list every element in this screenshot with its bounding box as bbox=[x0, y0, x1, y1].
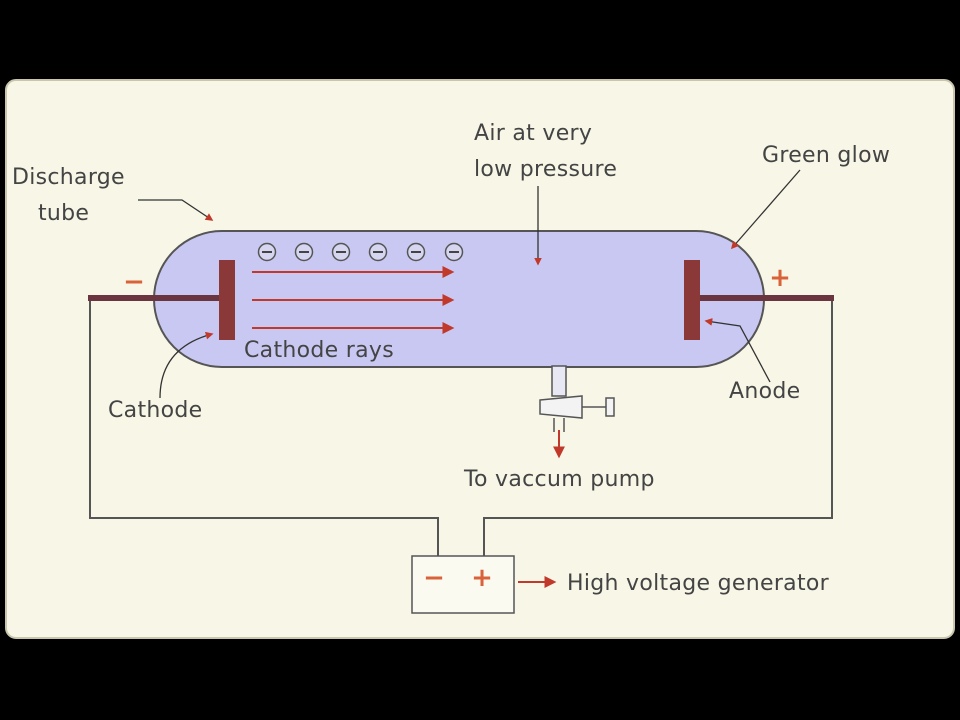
battery-minus-sign: − bbox=[423, 563, 445, 593]
electron bbox=[257, 242, 277, 262]
electron bbox=[406, 242, 426, 262]
anode-plus-sign: + bbox=[769, 263, 791, 293]
green-glow-leader bbox=[730, 169, 801, 250]
anode-plate bbox=[684, 260, 700, 340]
label-cathode: Cathode bbox=[108, 398, 202, 423]
high-voltage-generator-box bbox=[411, 555, 515, 614]
electron bbox=[368, 242, 388, 262]
label-vacuum-pump: To vaccum pump bbox=[463, 467, 655, 492]
electrons bbox=[257, 242, 464, 262]
electron bbox=[444, 242, 464, 262]
label-air-line1: Air at very bbox=[474, 121, 592, 146]
label-air-line2: low pressure bbox=[474, 157, 617, 182]
anode-leader bbox=[704, 318, 771, 383]
label-anode: Anode bbox=[729, 379, 800, 404]
label-discharge-line1: Discharge bbox=[12, 165, 125, 190]
cathode-leader bbox=[159, 331, 214, 399]
circuit-wires bbox=[89, 300, 833, 556]
electron bbox=[331, 242, 351, 262]
label-generator: High voltage generator bbox=[567, 571, 830, 596]
battery-plus-sign: + bbox=[471, 563, 493, 593]
cathode-plate bbox=[219, 260, 235, 340]
cathode-minus-sign: − bbox=[123, 267, 145, 297]
label-discharge-line2: tube bbox=[38, 201, 89, 226]
cathode-ray-arrows bbox=[252, 266, 455, 334]
discharge-tube-leader bbox=[138, 199, 214, 221]
leader-arrows bbox=[138, 169, 801, 399]
electron bbox=[294, 242, 314, 262]
label-cathode-rays: Cathode rays bbox=[244, 338, 394, 363]
label-green-glow: Green glow bbox=[762, 143, 890, 168]
vacuum-stopcock bbox=[539, 365, 615, 432]
